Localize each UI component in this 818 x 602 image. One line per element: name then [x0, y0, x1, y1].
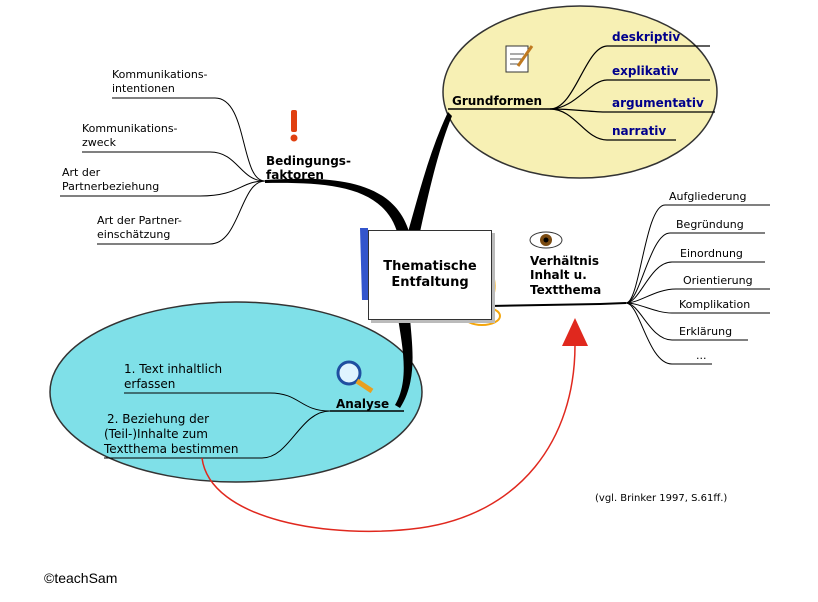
bedingung-item-line1: Art der Partner- [97, 214, 182, 227]
verhaeltnis-title-line1: Verhältnis [530, 254, 599, 268]
copyright: ©teachSam [44, 570, 118, 586]
verhaeltnis-item: Einordnung [680, 247, 743, 260]
branch-verhaeltnis [489, 302, 627, 307]
grundform-item: narrativ [612, 124, 667, 138]
analyse-item1-line1: 1. Text inhaltlich [124, 362, 223, 376]
bedingung-item-line2: zweck [82, 136, 116, 149]
verhaeltnis-item: Aufgliederung [669, 190, 747, 203]
verhaeltnis-item: Erklärung [679, 325, 733, 338]
analyse-item2-line3: Textthema bestimmen [104, 442, 239, 456]
grundform-item: deskriptiv [612, 30, 681, 44]
grundform-item: explikativ [612, 64, 679, 78]
verhaeltnis-title-line3: Textthema [530, 283, 602, 297]
grundform-item: argumentativ [612, 96, 704, 110]
bedingung-item-line1: Art der [62, 166, 101, 179]
magnifier-icon [336, 360, 374, 394]
bedingung-item-line1: Kommunikations- [112, 68, 208, 81]
eye-icon [529, 231, 563, 249]
bedingung-item-line1: Kommunikations- [82, 122, 178, 135]
analyse-item2-line2: (Teil-)Inhalte zum [104, 427, 208, 441]
analyse-item2-line1: 2. Beziehung der [107, 412, 210, 426]
center-node: Thematische Entfaltung [368, 230, 492, 320]
analyse-title: Analyse [336, 397, 390, 411]
branch-analyse [395, 318, 413, 408]
bedingung-item-line2: Partnerbeziehung [62, 180, 160, 193]
branch-bedingungsfaktoren [265, 178, 410, 235]
grundformen-title: Grundformen [452, 94, 543, 108]
center-title-line2: Entfaltung [391, 275, 469, 290]
verhaeltnis-item: Begründung [676, 218, 744, 231]
verhaeltnis-item: Komplikation [679, 298, 751, 311]
analyse-bubble [49, 301, 423, 483]
notepad-pencil-icon [505, 45, 534, 73]
citation: (vgl. Brinker 1997, S.61ff.) [595, 493, 728, 504]
verhaeltnis-item: Orientierung [683, 274, 753, 287]
relation-arrow [201, 344, 576, 533]
bedingungsfaktoren-title-line1: Bedingungs- [266, 154, 351, 168]
analyse-item1-line2: erfassen [124, 377, 176, 391]
bedingungsfaktoren-title-line2: faktoren [266, 168, 324, 182]
branch-grundformen [408, 112, 452, 232]
bedingung-item-line2: intentionen [112, 82, 175, 95]
bedingung-item-line2: einschätzung [97, 228, 171, 241]
verhaeltnis-title-line2: Inhalt u. [530, 268, 587, 282]
verhaeltnis-item: ... [696, 349, 707, 362]
exclamation-icon [290, 110, 298, 142]
center-title-line1: Thematische [383, 259, 477, 274]
